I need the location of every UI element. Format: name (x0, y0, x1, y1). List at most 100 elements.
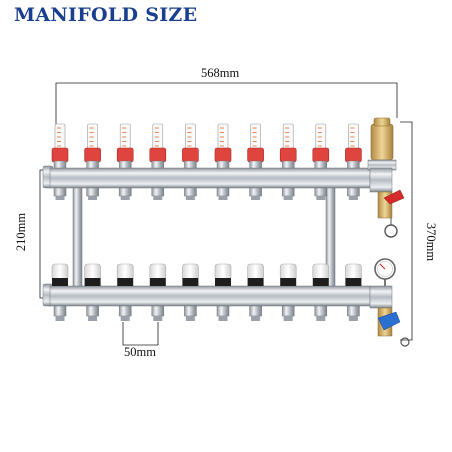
flowmeter-base (345, 147, 362, 163)
valve-cap-top (345, 263, 362, 281)
bottom-outlet-port (151, 305, 165, 321)
top-port-thread (283, 196, 293, 200)
valve-cap-top (279, 263, 297, 281)
bottom-port-thread (55, 316, 65, 321)
top-outlet-port (86, 187, 99, 200)
flowmeter-nut (249, 160, 262, 169)
top-port-thread (153, 196, 163, 200)
bottom-outlet-ports (53, 305, 360, 321)
flowmeter-base (116, 147, 134, 163)
flowmeter (214, 123, 232, 169)
bottom-port-thread (348, 316, 358, 321)
bottom-manifold-bar (42, 283, 371, 307)
valve-cap-top (149, 263, 167, 281)
air-vent-cap (373, 117, 391, 127)
top-port-thread (185, 196, 195, 200)
air-vent-body (370, 123, 394, 161)
top-outlet-port (216, 187, 230, 200)
top-outlet-port (281, 187, 295, 200)
valve-cap (84, 263, 101, 286)
port-spacing-dimension-line (122, 322, 159, 346)
flowmeter (247, 123, 264, 169)
bottom-port-hex (118, 305, 132, 317)
flowmeter-nut (347, 160, 360, 169)
top-manifold-bar (42, 165, 371, 189)
valve-cap-top (84, 263, 101, 281)
valve-cap-base (117, 278, 134, 286)
gauge-needle (379, 263, 386, 270)
flowmeter-nut (118, 160, 132, 169)
valve-cap-top (312, 263, 330, 281)
flowmeter-base (279, 147, 297, 163)
gauge-and-drain-assembly (369, 258, 410, 347)
top-port-hex (151, 187, 165, 197)
top-outlet-port (314, 187, 328, 200)
bottom-port-hex (347, 305, 360, 317)
top-port-thread (218, 196, 228, 200)
valve-cap-top (214, 263, 232, 281)
top-outlet-port (151, 187, 165, 200)
height-dimension-line (400, 121, 413, 341)
bottom-port-hex (53, 305, 67, 317)
flowmeter (345, 123, 362, 169)
valve-cap (149, 263, 167, 286)
bottom-outlet-port (86, 305, 99, 321)
bottom-port-thread (283, 316, 293, 321)
valve-cap (247, 263, 264, 286)
top-port-hex (249, 187, 262, 197)
left-bracket (72, 181, 83, 293)
bottom-drain-handle (377, 311, 401, 331)
top-side-tee (369, 167, 393, 193)
valve-cap (116, 263, 134, 286)
flowmeter-base (214, 147, 232, 163)
top-port-hex (86, 187, 99, 197)
top-drain-handle (383, 189, 405, 205)
bottom-port-thread (120, 316, 130, 321)
page-title: MANIFOLD SIZE (14, 4, 198, 26)
flowmeter-nut (53, 160, 67, 169)
top-drain-hanger-ring (384, 224, 398, 238)
valve-cap-top (51, 263, 69, 281)
top-port-hex (216, 187, 230, 197)
width-dimension-line (55, 82, 398, 132)
bottom-side-tee (369, 285, 393, 309)
bottom-port-thread (251, 316, 261, 321)
top-outlet-ports (53, 187, 360, 200)
bottom-port-hex (86, 305, 99, 317)
bottom-port-hex (314, 305, 328, 317)
valve-cap (51, 263, 69, 286)
bottom-drain-hanger-ring (400, 337, 410, 347)
flowmeter-nut (282, 160, 295, 169)
flowmeter (279, 123, 297, 169)
bottom-outlet-port (184, 305, 197, 321)
valve-cap-top (116, 263, 134, 281)
port-spacing-dimension-label: 50mm (124, 345, 156, 359)
flowmeter-base (312, 147, 330, 163)
flowmeter-base (51, 147, 69, 163)
bottom-outlet-port (347, 305, 360, 321)
bottom-port-hex (281, 305, 295, 317)
bottom-port-thread (316, 316, 326, 321)
valve-cap-top (182, 263, 199, 281)
bottom-outlet-port (53, 305, 67, 321)
bottom-port-thread (185, 316, 195, 321)
flowmeter-nut (151, 160, 165, 169)
top-port-hex (281, 187, 295, 197)
bottom-port-hex (184, 305, 197, 317)
valve-cap-base (52, 278, 68, 286)
flowmeters (51, 123, 362, 169)
top-outlet-port (184, 187, 197, 200)
bottom-port-thread (153, 316, 163, 321)
bottom-port-hex (249, 305, 262, 317)
top-port-hex (53, 187, 67, 197)
flowmeter-base (149, 147, 167, 163)
top-bar-body (49, 167, 371, 189)
width-dimension-label: 568mm (201, 66, 240, 80)
bottom-outlet-port (249, 305, 262, 321)
valve-cap-base (215, 278, 231, 286)
valve-cap-base (312, 278, 329, 286)
valve-cap (279, 263, 297, 286)
bottom-port-hex (216, 305, 230, 317)
top-port-hex (314, 187, 328, 197)
